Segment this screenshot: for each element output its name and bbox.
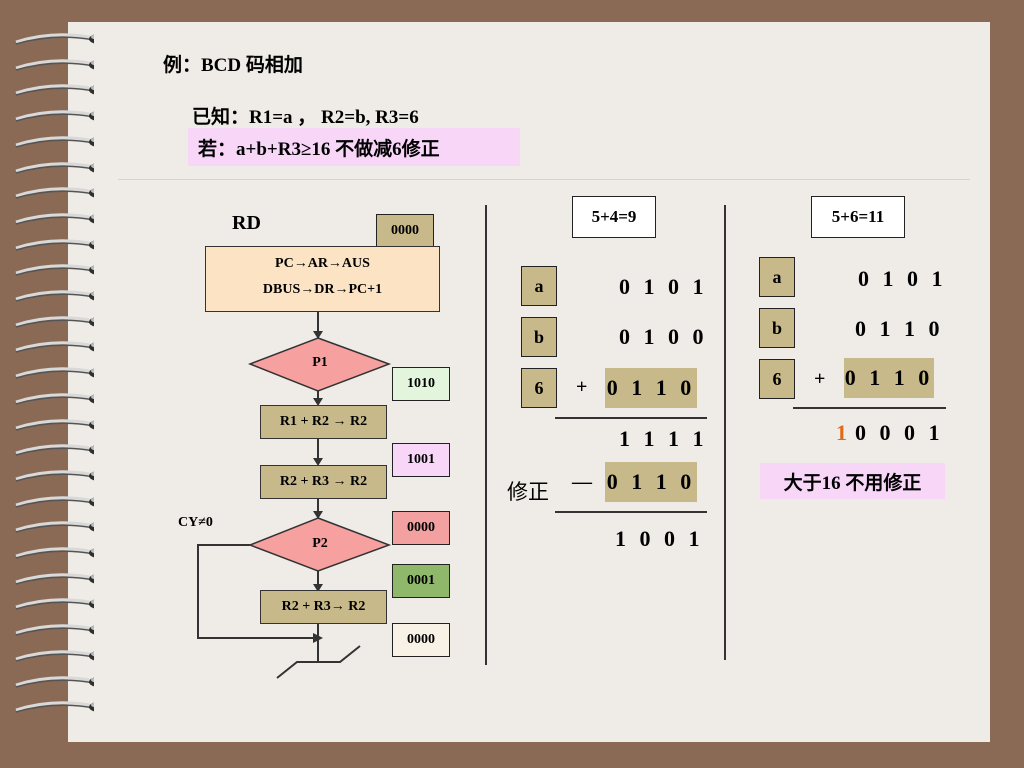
ex1-result-line — [555, 511, 707, 513]
spiral-ring — [15, 341, 94, 354]
ex2-carry: 1 — [836, 420, 847, 445]
p2-diamond — [247, 517, 392, 572]
spiral-ring — [15, 598, 94, 611]
p2-label: P2 — [312, 536, 328, 551]
divider-left — [485, 205, 487, 665]
spiral-ring — [15, 264, 94, 277]
ex1-plus: + — [576, 376, 588, 398]
ex2-label-6: 6 — [759, 359, 795, 399]
spiral-ring — [15, 59, 94, 71]
spiral-ring — [15, 701, 94, 713]
spiral-ring — [15, 650, 94, 662]
ex1-sum-line — [555, 417, 707, 419]
ex1-label-6: 6 — [521, 368, 557, 408]
ex2-note-banner: 大于16 不用修正 — [760, 463, 945, 499]
spiral-ring — [15, 33, 94, 45]
spiral-ring — [15, 495, 94, 508]
ex2-sum-line — [793, 407, 946, 409]
page-title: 例：BCD 码相加 — [163, 55, 303, 76]
addr-box-step1: 1001 — [392, 443, 450, 477]
condition-banner: 若：a+b+R3≥16 不做减6修正 — [188, 128, 520, 166]
spiral-ring — [15, 393, 94, 405]
ex1-label-b: b — [521, 317, 557, 357]
spiral-ring — [15, 367, 94, 379]
step-r1-r2: R1 + R2 → R2 — [260, 405, 387, 439]
spiral-ring — [15, 136, 94, 148]
ex2-six-bits: 0 1 1 0 — [844, 358, 934, 398]
example1-header: 5+4=9 — [572, 196, 656, 238]
spiral-ring — [15, 316, 94, 328]
ex2-label-b: b — [759, 308, 795, 348]
spiral-ring — [15, 84, 94, 97]
spiral-ring — [15, 547, 94, 559]
separator — [118, 179, 970, 180]
ex1-minus: — — [572, 471, 592, 493]
divider-right — [724, 205, 726, 660]
spiral-ring — [15, 290, 94, 302]
ex2-a-bits: 0 1 0 1 — [858, 266, 947, 291]
start-box: PC→AR→AUS DBUS→DR→PC+1 — [205, 246, 440, 312]
given-text: 已知：R1=a ， R2=b, R3=6 — [192, 107, 419, 128]
example2-header: 5+6=11 — [811, 196, 905, 238]
spiral-ring — [15, 213, 94, 225]
spiral-ring — [15, 521, 94, 534]
ex1-fix-bits: 0 1 1 0 — [605, 462, 697, 502]
spiral-ring — [15, 675, 94, 688]
rd-label: RD — [232, 212, 261, 234]
spiral-ring — [15, 238, 94, 251]
spiral-ring — [15, 187, 94, 199]
spiral-ring — [15, 624, 94, 636]
addr-box-0001: 0001 — [392, 564, 450, 598]
spiral-ring — [15, 470, 94, 482]
spiral-ring — [15, 444, 94, 456]
ex1-a-bits: 0 1 0 1 — [619, 274, 708, 299]
addr-box-p1: 1010 — [392, 367, 450, 401]
addr-box-last: 0000 — [392, 623, 450, 657]
ex2-label-a: a — [759, 257, 795, 297]
start-line1: PC→AR→AUS — [275, 256, 370, 271]
p1-diamond — [247, 337, 392, 392]
p1-label: P1 — [312, 355, 328, 370]
spiral-ring — [15, 573, 94, 585]
ex2-result-bits: 0 0 0 1 — [855, 420, 944, 445]
spiral-ring — [15, 161, 94, 174]
condition-text: 若：a+b+R3≥16 不做减6修正 — [198, 138, 440, 160]
spiral-ring — [15, 418, 94, 431]
ex2-plus: + — [814, 368, 826, 390]
ex1-label-a: a — [521, 266, 557, 306]
cy-label: CY≠0 — [178, 515, 213, 530]
ex2-b-bits: 0 1 1 0 — [855, 316, 944, 341]
ex1-result-bits: 1 0 0 1 — [615, 526, 704, 551]
addr-box-p2: 0000 — [392, 511, 450, 545]
ex1-fix-label: 修正 — [507, 480, 549, 504]
start-line2: DBUS→DR→PC+1 — [262, 282, 383, 297]
spiral-ring — [15, 110, 94, 122]
step-r2-r3: R2 + R3 → R2 — [260, 465, 387, 499]
ex1-six-bits: 0 1 1 0 — [605, 368, 697, 408]
ex2-note: 大于16 不用修正 — [783, 472, 922, 494]
ex1-b-bits: 0 1 0 0 — [619, 324, 708, 349]
step-r2-r3-second: R2 + R3→ R2 — [260, 590, 387, 624]
ex1-sum-bits: 1 1 1 1 — [619, 426, 708, 451]
